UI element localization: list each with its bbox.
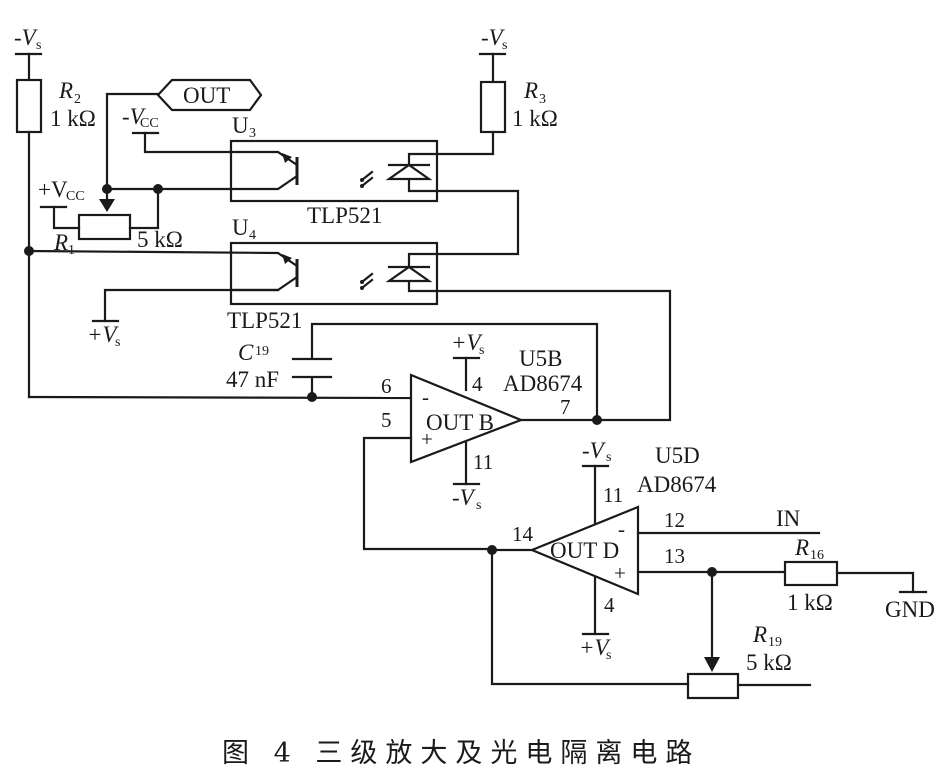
svg-text:47 nF: 47 nF: [226, 367, 279, 392]
svg-text:R: R: [53, 230, 68, 255]
svg-text:R: R: [58, 78, 73, 103]
svg-text:5 kΩ: 5 kΩ: [137, 227, 183, 252]
svg-text:5: 5: [381, 408, 392, 432]
svg-text:U: U: [232, 215, 249, 240]
svg-text:4: 4: [472, 372, 483, 396]
svg-text:U5B: U5B: [519, 346, 562, 371]
neg-vs-label: -V: [14, 25, 39, 50]
svg-text:1 kΩ: 1 kΩ: [787, 590, 833, 615]
svg-text:16: 16: [810, 548, 824, 563]
neg-vs-supply-left: -V s: [14, 25, 43, 82]
svg-text:11: 11: [473, 450, 493, 474]
svg-text:-: -: [618, 517, 625, 541]
svg-text:TLP521: TLP521: [307, 203, 382, 228]
pos-vs-supply-left: +V s: [87, 288, 280, 350]
svg-text:+: +: [614, 561, 626, 585]
svg-text:R: R: [752, 622, 767, 647]
svg-text:s: s: [476, 498, 481, 513]
svg-text:-: -: [422, 385, 429, 409]
svg-text:AD8674: AD8674: [637, 472, 717, 497]
svg-text:12: 12: [664, 508, 685, 532]
svg-text:TLP521: TLP521: [227, 308, 302, 333]
svg-text:19: 19: [255, 344, 269, 359]
svg-text:13: 13: [664, 544, 685, 568]
svg-text:R: R: [794, 535, 809, 560]
svg-text:OUT: OUT: [183, 83, 230, 108]
ground-symbol: GND: [885, 590, 935, 622]
svg-text:1 kΩ: 1 kΩ: [50, 106, 96, 131]
svg-text:11: 11: [603, 483, 623, 507]
svg-text:C: C: [238, 340, 254, 365]
resistor-r3: R 3 1 kΩ: [479, 78, 558, 134]
svg-text:2: 2: [74, 92, 81, 107]
svg-text:s: s: [115, 335, 120, 350]
svg-text:s: s: [36, 38, 41, 53]
svg-text:s: s: [606, 450, 611, 465]
svg-text:s: s: [479, 343, 484, 358]
resistor-r16: R 16 1 kΩ: [783, 535, 839, 615]
opamp-u5d: -V s +V s U5D AD8674 OUT D - + 14 11 4 1…: [487, 438, 717, 663]
figure-caption: 图 4 三级放大及光电隔离电路: [222, 738, 700, 769]
svg-text:+V: +V: [38, 177, 68, 202]
svg-text:7: 7: [560, 395, 571, 419]
opamp-u5b: +V s -V s U5B AD8674 OUT B - + 6 5 4 11 …: [381, 330, 602, 513]
svg-text:OUT D: OUT D: [550, 538, 619, 563]
in-label: IN: [776, 506, 801, 531]
svg-text:AD8674: AD8674: [503, 371, 583, 396]
capacitor-c19: C 19 47 nF: [226, 322, 599, 422]
svg-text:+V: +V: [87, 322, 120, 347]
svg-text:GND: GND: [885, 597, 935, 622]
svg-text:-V: -V: [452, 485, 477, 510]
svg-text:-V: -V: [481, 25, 506, 50]
svg-text:+V: +V: [579, 635, 612, 660]
svg-text:5 kΩ: 5 kΩ: [746, 650, 792, 675]
svg-text:s: s: [502, 38, 507, 53]
svg-text:19: 19: [768, 635, 782, 650]
svg-text:-V: -V: [582, 438, 607, 463]
optocoupler-u3: U 3 TLP521: [229, 113, 439, 228]
svg-text:OUT B: OUT B: [426, 410, 494, 435]
svg-text:14: 14: [512, 522, 534, 546]
svg-text:1 kΩ: 1 kΩ: [512, 106, 558, 131]
svg-text:CC: CC: [140, 116, 159, 131]
neg-vs-supply-right: -V s: [478, 25, 507, 84]
svg-text:-V: -V: [122, 104, 147, 129]
svg-text:4: 4: [604, 593, 615, 617]
svg-text:3: 3: [539, 92, 546, 107]
svg-text:+: +: [421, 427, 433, 451]
svg-text:+V: +V: [451, 330, 484, 355]
svg-text:CC: CC: [66, 189, 85, 204]
potentiometer-r19: R 19 5 kΩ: [490, 548, 812, 700]
junction-dot: [307, 392, 317, 402]
svg-text:3: 3: [249, 126, 256, 141]
out-port: OUT: [156, 78, 263, 112]
svg-text:U: U: [232, 113, 249, 138]
svg-text:s: s: [606, 648, 611, 663]
svg-text:4: 4: [249, 228, 256, 243]
svg-text:6: 6: [381, 374, 392, 398]
resistor-r2: R 2 1 kΩ: [15, 78, 96, 134]
svg-text:R: R: [523, 78, 538, 103]
svg-text:U5D: U5D: [655, 443, 700, 468]
